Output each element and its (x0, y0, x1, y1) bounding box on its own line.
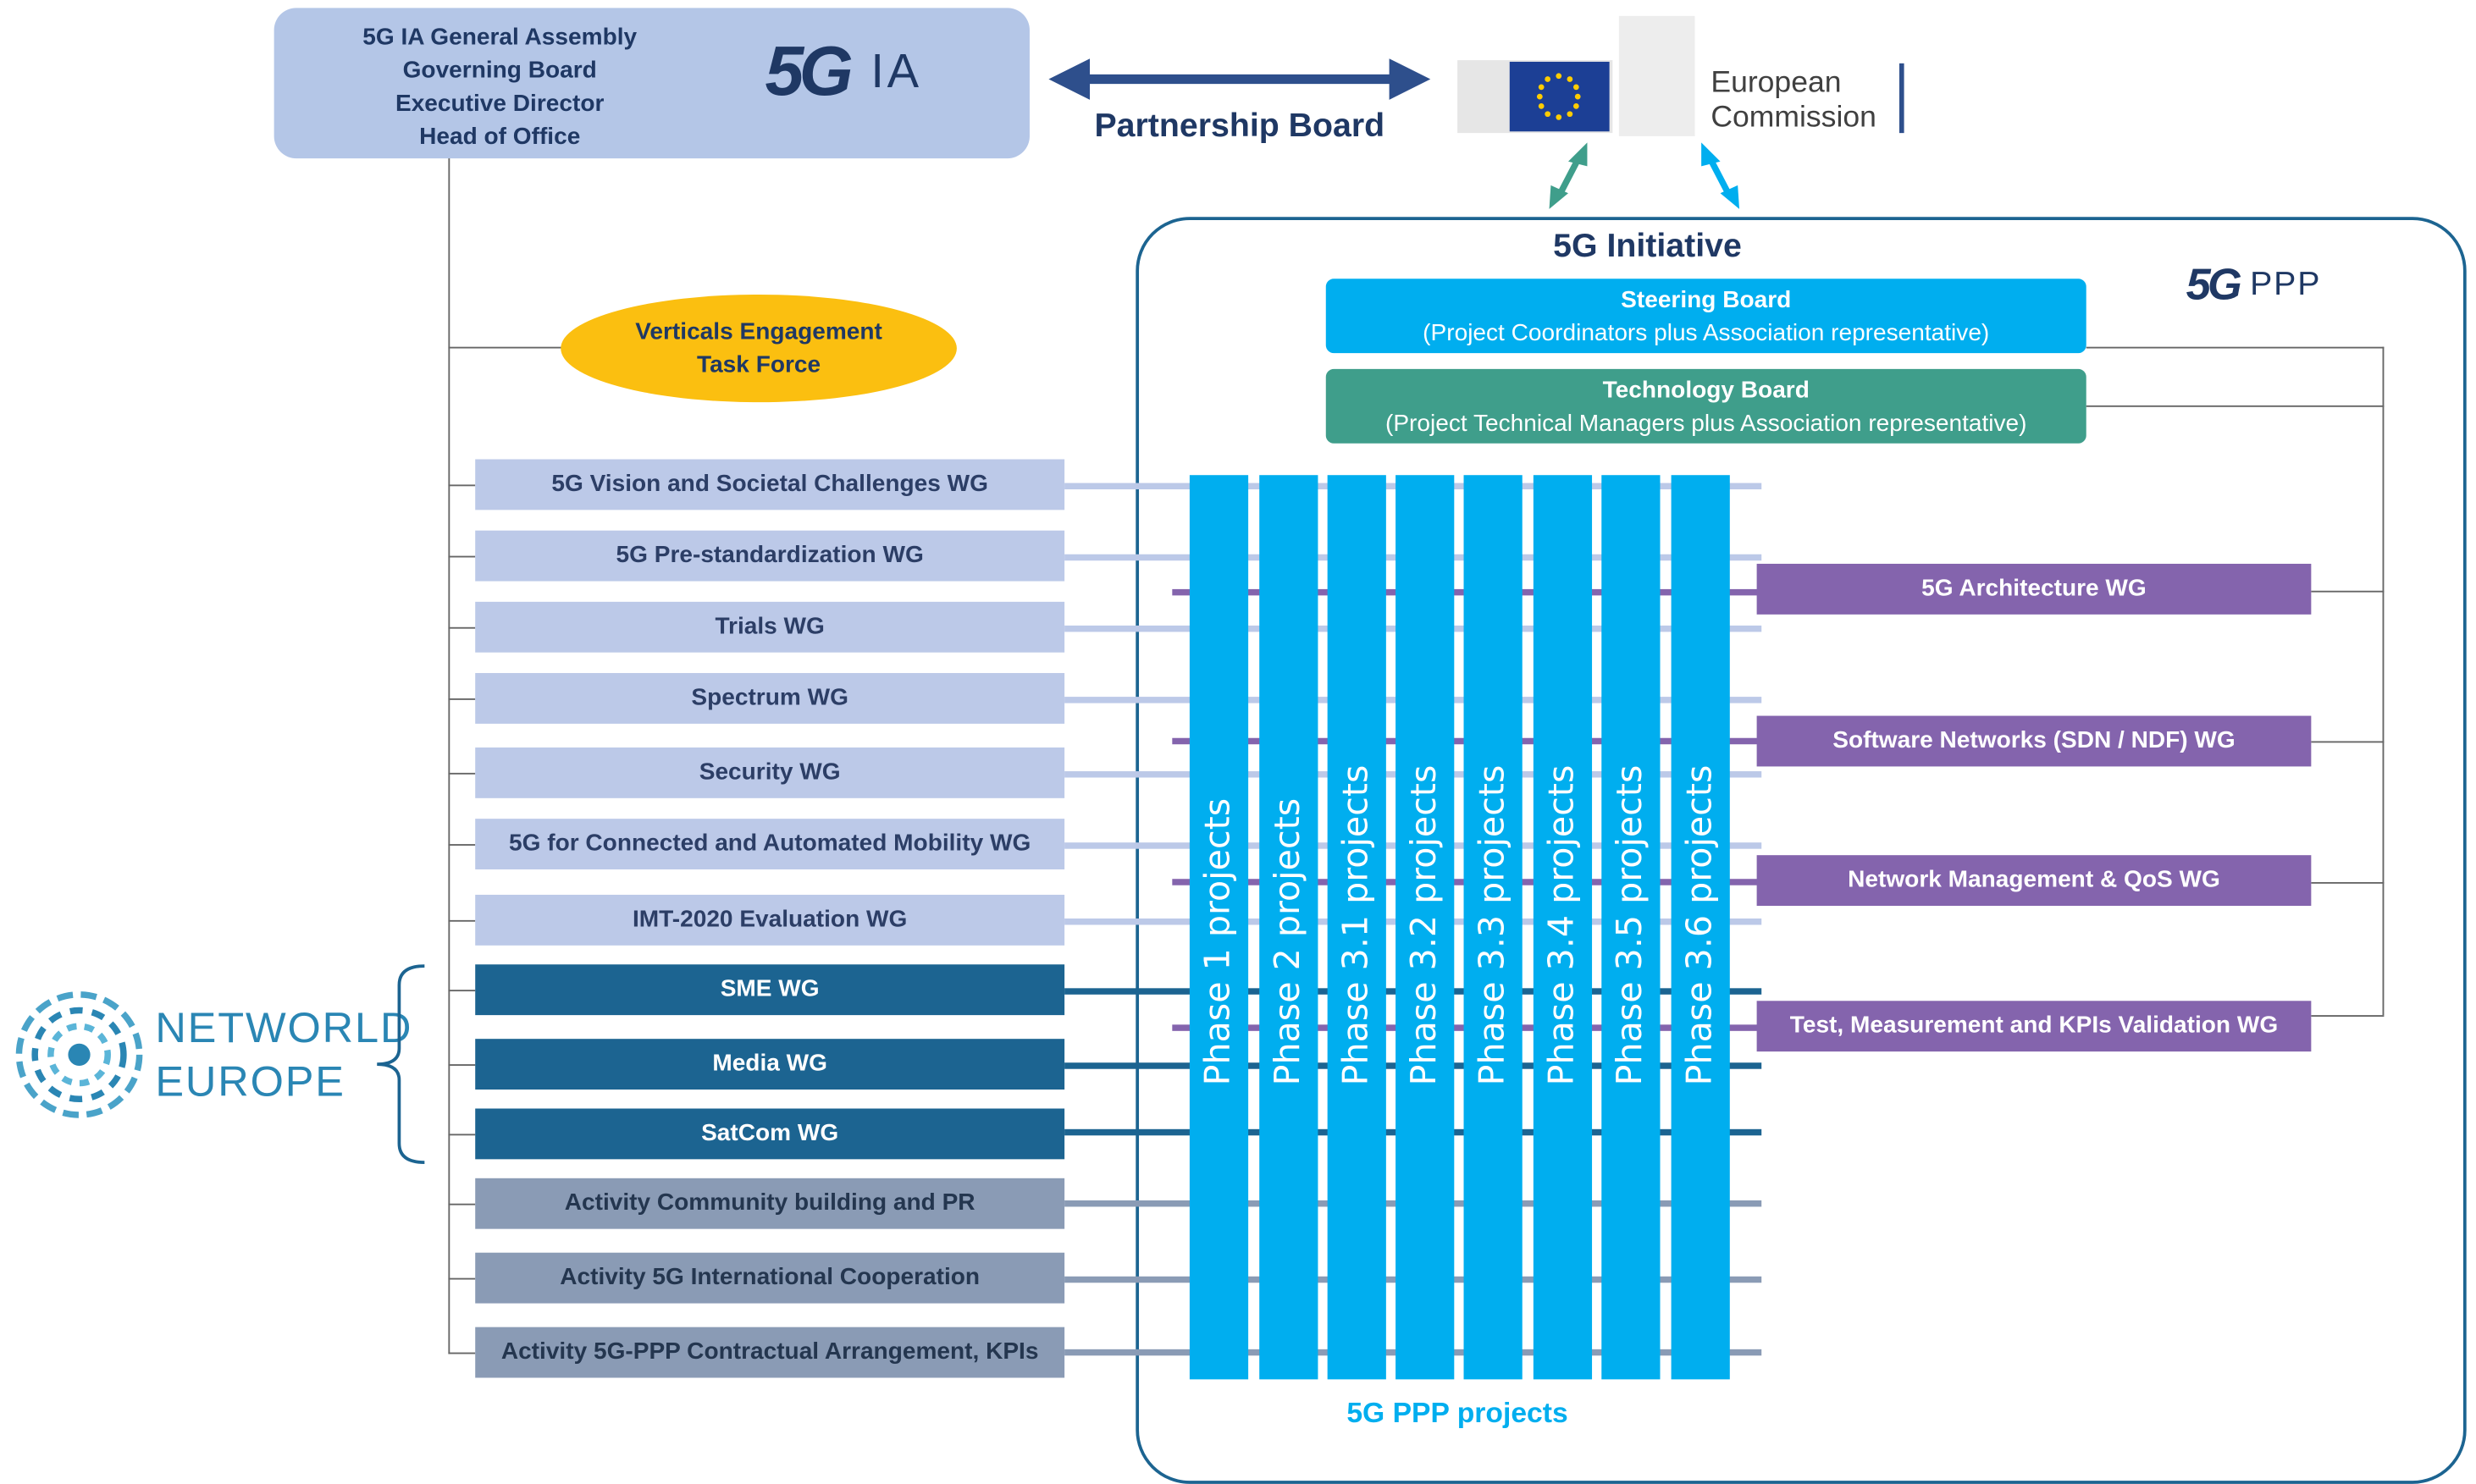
ec-teal-arrow (1549, 142, 1588, 209)
phase-column: Phase 1 projects (1189, 475, 1249, 1380)
phase-column: Phase 3.1 projects (1327, 475, 1386, 1380)
phase-label: Phase 3.1 projects (1336, 764, 1377, 1085)
right-connector (2311, 1015, 2385, 1017)
steering-board-subtitle: (Project Coordinators plus Association r… (1423, 318, 1990, 346)
tree-branch (448, 1277, 476, 1280)
verticals-line: Verticals Engagement (635, 318, 882, 345)
networld-brace (377, 964, 425, 1164)
right-connector (2382, 346, 2385, 1016)
verticals-line: Task Force (697, 351, 821, 379)
initiative-title: 5G Initiative (1553, 228, 1742, 265)
wg-box: 5G for Connected and Automated Mobility … (475, 819, 1065, 870)
ec-line2: Commission (1711, 101, 1876, 135)
tree-branch (448, 346, 563, 349)
right-connector (2311, 590, 2385, 593)
technology-board: Technology Board (Project Technical Mana… (1325, 368, 2086, 444)
ec-cyan-arrow (1701, 142, 1740, 209)
5gppp-logo-mark: 5G (2186, 259, 2242, 309)
wg-box: Activity 5G-PPP Contractual Arrangement,… (475, 1327, 1065, 1378)
association-line: Executive Director (395, 90, 605, 118)
tree-branch (448, 555, 476, 558)
phase-label: Phase 2 projects (1268, 797, 1309, 1085)
wg-box: Media WG (475, 1039, 1065, 1090)
right-connector (2086, 346, 2385, 349)
5gia-logo-mark: 5G (765, 33, 854, 111)
tree-branch (448, 626, 476, 629)
ec-building-icon (1457, 15, 1695, 136)
wg-box: 5G Vision and Societal Challenges WG (475, 459, 1065, 510)
partnership-board-label: Partnership Board (1094, 108, 1385, 145)
phase-column: Phase 3.3 projects (1463, 475, 1523, 1380)
association-line: 5G IA General Assembly (362, 24, 638, 51)
ec-divider (1898, 63, 1904, 134)
phase-column: Phase 3.4 projects (1533, 475, 1593, 1380)
5gia-logo-text: IA (870, 46, 922, 98)
phase-label: Phase 3.2 projects (1405, 764, 1445, 1085)
technology-board-title: Technology Board (1602, 376, 1810, 404)
tree-branch (448, 844, 476, 846)
right-wg-box: Test, Measurement and KPIs Validation WG (1756, 1001, 2312, 1052)
steering-board-title: Steering Board (1621, 285, 1792, 313)
5gppp-logo: 5G PPP (2186, 257, 2322, 313)
phase-column: Phase 3.6 projects (1671, 475, 1730, 1380)
ec-line1: European (1711, 66, 1842, 100)
phase-label: Phase 3.3 projects (1473, 764, 1513, 1085)
association-line: Governing Board (402, 57, 597, 85)
right-connector (2086, 405, 2385, 407)
wg-box: SatCom WG (475, 1108, 1065, 1160)
tree-branch (448, 990, 476, 992)
tree-trunk (448, 158, 450, 1354)
verticals-task-force: Verticals Engagement Task Force (561, 294, 957, 403)
wg-box: Activity 5G International Cooperation (475, 1252, 1065, 1304)
tree-branch (448, 1203, 476, 1205)
association-line: Head of Office (419, 123, 581, 151)
association-lines: 5G IA General Assembly Governing Board E… (274, 20, 726, 153)
tree-branch (448, 1134, 476, 1136)
5gia-logo: 5G IA (765, 33, 922, 113)
partnership-arrow (1048, 58, 1431, 100)
right-wg-box: Network Management & QoS WG (1756, 855, 2312, 907)
phase-label: Phase 3.6 projects (1680, 764, 1721, 1085)
ec-name: European Commission (1711, 67, 1876, 136)
tree-branch (448, 698, 476, 700)
wg-box: Trials WG (475, 601, 1065, 653)
wg-box: Security WG (475, 747, 1065, 798)
phase-label: Phase 3.5 projects (1611, 764, 1651, 1085)
right-wg-box: 5G Architecture WG (1756, 563, 2312, 615)
right-connector (2311, 741, 2385, 743)
networld-line2: EUROPE (155, 1057, 345, 1106)
tree-branch (448, 484, 476, 487)
5gppp-logo-text: PPP (2250, 266, 2322, 303)
phase-label: Phase 1 projects (1199, 797, 1239, 1085)
phase-column: Phase 3.2 projects (1396, 475, 1455, 1380)
phase-column: Phase 2 projects (1259, 475, 1318, 1380)
ec-logo: European Commission (1457, 15, 1917, 140)
tree-branch (448, 772, 476, 775)
phase-column: Phase 3.5 projects (1601, 475, 1661, 1380)
technology-board-subtitle: (Project Technical Managers plus Associa… (1384, 409, 2027, 437)
tree-branch (448, 919, 476, 922)
steering-board: Steering Board (Project Coordinators plu… (1325, 279, 2086, 354)
phase-label: Phase 3.4 projects (1543, 764, 1583, 1085)
right-connector (2311, 881, 2385, 884)
tree-branch (448, 1064, 476, 1066)
wg-box: SME WG (475, 964, 1065, 1016)
networld-name: NETWORLD EUROPE (155, 1001, 412, 1108)
networld-globe-icon (15, 991, 143, 1118)
association-box: 5G IA General Assembly Governing Board E… (274, 8, 1030, 159)
wg-box: Spectrum WG (475, 673, 1065, 724)
wg-box: Activity Community building and PR (475, 1178, 1065, 1229)
networld-line1: NETWORLD (155, 1004, 413, 1052)
wg-box: 5G Pre-standardization WG (475, 530, 1065, 582)
wg-box: IMT-2020 Evaluation WG (475, 894, 1065, 946)
tree-branch (448, 1352, 476, 1354)
right-wg-box: Software Networks (SDN / NDF) WG (1756, 715, 2312, 767)
projects-label: 5G PPP projects (1346, 1396, 1568, 1429)
